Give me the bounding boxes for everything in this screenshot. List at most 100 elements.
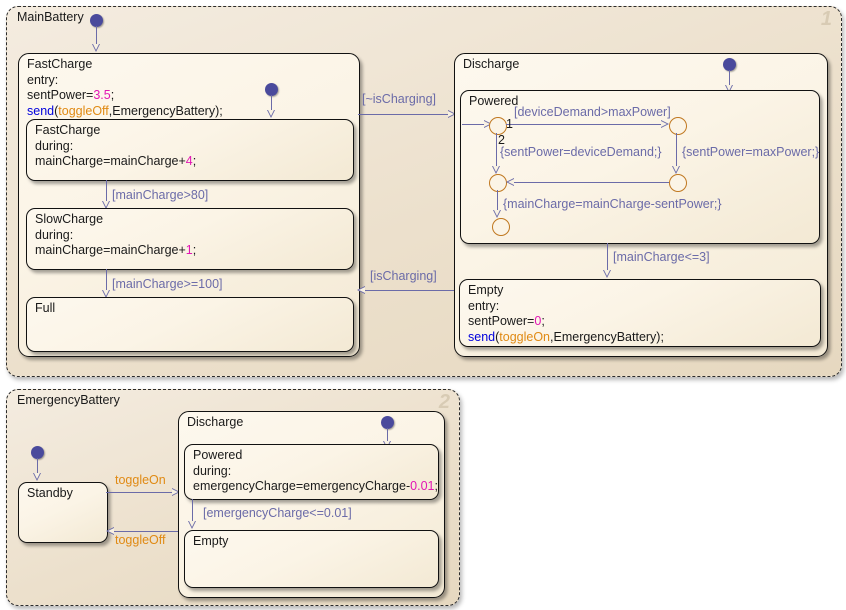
transition-line-discharge-to-empty [607,243,609,274]
default-transition-arrow-standby [33,473,41,481]
flow-label-action-maxpower: {sentPower=maxPower;} [682,145,820,159]
empty-main-entry: entry: [468,298,500,313]
transition-line-slow-to-full [106,269,108,294]
transition-label-discharge-to-charge: [isCharging] [370,269,437,283]
send-args-2: ,EmergencyBattery); [550,329,664,344]
flow-arrow-a-to-c [492,166,500,174]
chart-title-emergencybattery: EmergencyBattery [17,393,120,407]
transition-line-toggleon [106,492,176,494]
state-full[interactable]: Full [26,297,354,352]
chart-corner-number-2: 2 [438,391,450,413]
slowcharge-increment: 1 [185,243,193,257]
junction-order-label-2: 2 [498,133,505,147]
flow-arrow-b-to-d [672,166,680,174]
chart-title-mainbattery: MainBattery [17,10,84,24]
transition-arrow-discharge-to-charge [357,286,365,294]
fastcharge-title: FastCharge [35,123,101,137]
slowcharge-title: SlowCharge [35,212,104,226]
junction-d[interactable] [669,174,687,192]
default-transition-stem-fastcharge [271,95,273,113]
default-transition-stem-standby [37,458,39,476]
chart-corner-number-1: 1 [820,8,832,30]
state-powered-main-label: Powered [469,94,519,108]
send-keyword-2: send [468,329,496,344]
junction-a[interactable] [489,117,507,135]
transition-line-charge-to-discharge [358,114,451,116]
transition-label-toggleon: toggleOn [115,473,166,487]
transition-label-discharge-to-empty: [mainCharge<=3] [613,250,710,264]
transition-arrow-toggleoff [106,527,114,535]
default-transition-dot-powered-emergency [381,416,394,429]
transition-arrow-powered-to-empty [188,521,196,529]
empty-main-power-value: 0 [534,314,542,328]
charging-group-entry: entry: [27,72,59,87]
flow-arrow-c-to-e [493,210,501,218]
flow-line-a-to-b [506,124,663,126]
flow-line-b-to-d [676,133,678,170]
transition-arrow-discharge-to-empty [603,270,611,278]
flow-line-d-to-c [512,182,669,184]
empty-main-title: Empty [468,283,504,297]
transition-line-powered-to-empty [192,499,194,525]
state-discharge-emergency-label: Discharge [187,415,244,429]
transition-arrow-slow-to-full [102,290,110,298]
flow-line-a-to-c [496,133,498,170]
state-standby-label: Standby [27,486,73,500]
flow-arrow-d-to-c [506,178,514,186]
default-transition-dot-standby [31,446,44,459]
event-toggleon: toggleOn [499,329,551,344]
state-powered-main[interactable]: Powered [460,90,820,244]
powered-emergency-title: Powered [193,448,243,462]
transition-label-toggleoff: toggleOff [115,533,166,547]
state-discharge-main-label: Discharge [463,57,520,71]
transition-label-slow-to-full: [mainCharge>=100] [112,277,223,291]
powered-emergency-during: during: [193,463,232,478]
transition-arrow-toggleon [172,488,180,496]
flow-entry-stub [462,124,487,126]
default-transition-dot-fastcharge [265,83,278,96]
state-full-label: Full [35,301,56,315]
send-args-1: ,EmergencyBattery); [108,103,223,118]
state-empty-emergency-label: Empty [193,534,229,548]
default-transition-dot-charging [90,14,103,27]
slowcharge-during: during: [35,227,74,242]
flow-arrow-a-to-b [661,120,669,128]
default-transition-arrow-powered-main [725,85,733,93]
state-standby[interactable]: Standby [18,482,108,543]
default-transition-stem-powered-emergency [387,428,389,444]
send-keyword-1: send [27,103,55,118]
default-transition-arrow-fastcharge [267,110,275,118]
state-empty-emergency[interactable]: Empty [184,530,439,588]
transition-label-powered-to-empty: [emergencyCharge<=0.01] [203,506,352,520]
event-toggleoff: toggleOff [58,103,109,118]
transition-line-discharge-to-charge [363,290,456,292]
transition-arrow-charge-to-discharge [448,110,456,118]
flow-line-c-to-e [497,190,499,214]
default-transition-stem-charging [96,26,98,47]
transition-label-fast-to-slow: [mainCharge>80] [112,188,209,202]
fastcharge-increment: 4 [185,154,193,168]
transition-label-charge-to-discharge: [~isCharging] [362,92,436,106]
default-transition-arrow-charging [92,44,100,52]
flow-label-action-devicedemand: {sentPower=deviceDemand;} [500,145,662,159]
junction-e[interactable] [492,218,510,236]
charging-group-power-value: 3.5 [93,88,111,102]
junction-b[interactable] [669,117,687,135]
fastcharge-during: during: [35,138,74,153]
flow-entry-arrow [484,120,492,128]
junction-order-label-1: 1 [506,117,513,131]
default-transition-stem-powered-main [729,70,731,88]
default-transition-dot-powered-main [723,58,736,71]
flow-label-devicedemand-cond: [deviceDemand>maxPower] [514,105,671,119]
powered-emergency-decrement: 0.01 [410,479,435,493]
